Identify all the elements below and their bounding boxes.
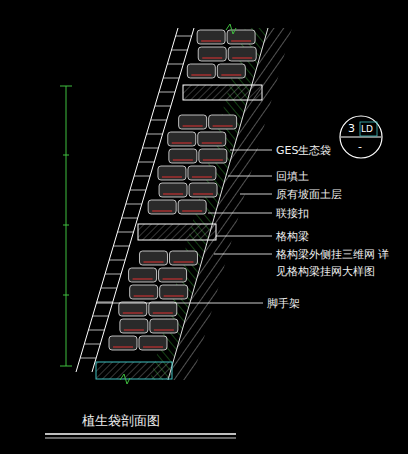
- annotation-label: 原有坡面土层: [276, 186, 342, 203]
- leader-lines: [96, 150, 272, 303]
- title-underline: [45, 438, 236, 439]
- annotation-label: 联接扣: [276, 205, 309, 222]
- lattice-beam: [183, 85, 262, 100]
- lattice-beam: [138, 224, 216, 240]
- break-mark: [226, 24, 236, 34]
- annotation-label: 脚手架: [267, 295, 300, 312]
- original-soil: [168, 28, 292, 380]
- annotation-label: 格构梁: [276, 228, 309, 245]
- annotation-label: 格构梁外侧挂三维网 详见格构梁挂网大样图: [276, 246, 390, 280]
- slope-line: [168, 28, 268, 380]
- annotation-label: GES生态袋: [276, 142, 331, 159]
- lattice-beam: [96, 362, 172, 379]
- annotation-label: 回填土: [276, 168, 309, 185]
- title-underline: [45, 433, 236, 435]
- drawing-title: 植生袋剖面图: [82, 412, 160, 429]
- section-mark-text: 3: [348, 123, 355, 135]
- section-mark-text: LD: [361, 123, 373, 135]
- eco-bags: [109, 30, 256, 350]
- dimension-line: [60, 86, 72, 366]
- section-symbol: 3 LD -: [339, 115, 383, 159]
- break-mark: [120, 374, 130, 384]
- scaffold: [76, 28, 194, 372]
- section-mark-text: -: [358, 141, 362, 153]
